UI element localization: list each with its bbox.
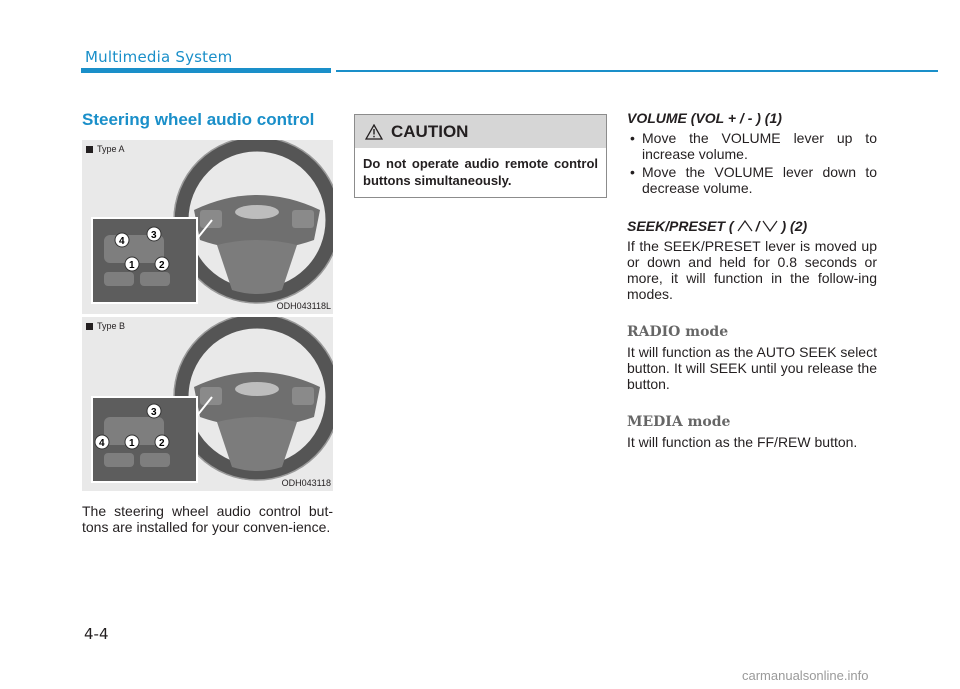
figure-code: ODH043118: [281, 478, 331, 488]
volume-bullet-list: Move the VOLUME lever up to increase vol…: [627, 130, 877, 196]
figure-type-b: 3 4 1 2 Type B ODH043118: [82, 317, 333, 491]
volume-heading: VOLUME (VOL + / - ) (1): [627, 110, 782, 126]
figure-type-label: Type A: [86, 144, 125, 154]
steering-wheel-illustration-b: 3 4 1 2: [91, 317, 333, 483]
radio-mode-paragraph: It will function as the AUTO SEEK select…: [627, 344, 877, 392]
svg-text:3: 3: [151, 230, 157, 241]
svg-text:3: 3: [151, 407, 157, 418]
figure-type-a: 4 3 1 2 Type A ODH043118L: [82, 140, 333, 314]
section-title: Steering wheel audio control: [82, 110, 315, 129]
svg-text:4: 4: [99, 438, 105, 449]
square-bullet-icon: [86, 146, 93, 153]
caution-header: CAUTION: [355, 115, 606, 148]
media-mode-heading: MEDIA mode: [627, 414, 731, 430]
caution-title: CAUTION: [391, 121, 469, 141]
square-bullet-icon: [86, 323, 93, 330]
media-mode-paragraph: It will function as the FF/REW button.: [627, 434, 858, 450]
header-rule-accent: [81, 68, 331, 73]
figure-code: ODH043118L: [276, 301, 331, 311]
svg-text:1: 1: [129, 260, 135, 271]
seek-paragraph: If the SEEK/PRESET lever is moved up or …: [627, 238, 877, 302]
list-item: Move the VOLUME lever up to increase vol…: [627, 130, 877, 162]
left-column: Steering wheel audio control 4 3 1 2 Typ…: [82, 110, 333, 535]
warning-triangle-icon: [365, 123, 383, 140]
svg-text:2: 2: [159, 260, 165, 271]
page-number: 4-4: [84, 625, 109, 643]
header-rule: [336, 70, 938, 72]
caution-text: Do not operate audio remote control butt…: [363, 156, 598, 188]
list-item: Move the VOLUME lever down to decrease v…: [627, 164, 877, 196]
svg-text:4: 4: [119, 236, 125, 247]
intro-paragraph: The steering wheel audio control but-ton…: [82, 503, 333, 535]
figure-type-label: Type B: [86, 321, 125, 331]
chevron-down-icon: [762, 220, 778, 232]
svg-text:2: 2: [159, 438, 165, 449]
section-header-title: Multimedia System: [85, 48, 233, 66]
right-column: VOLUME (VOL + / - ) (1) Move the VOLUME …: [627, 110, 877, 450]
caution-box: CAUTION Do not operate audio remote cont…: [354, 114, 607, 198]
chevron-up-icon: [737, 220, 753, 232]
radio-mode-heading: RADIO mode: [627, 324, 729, 340]
steering-wheel-illustration-a: 4 3 1 2: [91, 140, 333, 304]
svg-text:1: 1: [129, 438, 135, 449]
watermark: carmanualsonline.info: [742, 668, 869, 683]
seek-heading: SEEK/PRESET ( / ) (2): [627, 218, 808, 234]
